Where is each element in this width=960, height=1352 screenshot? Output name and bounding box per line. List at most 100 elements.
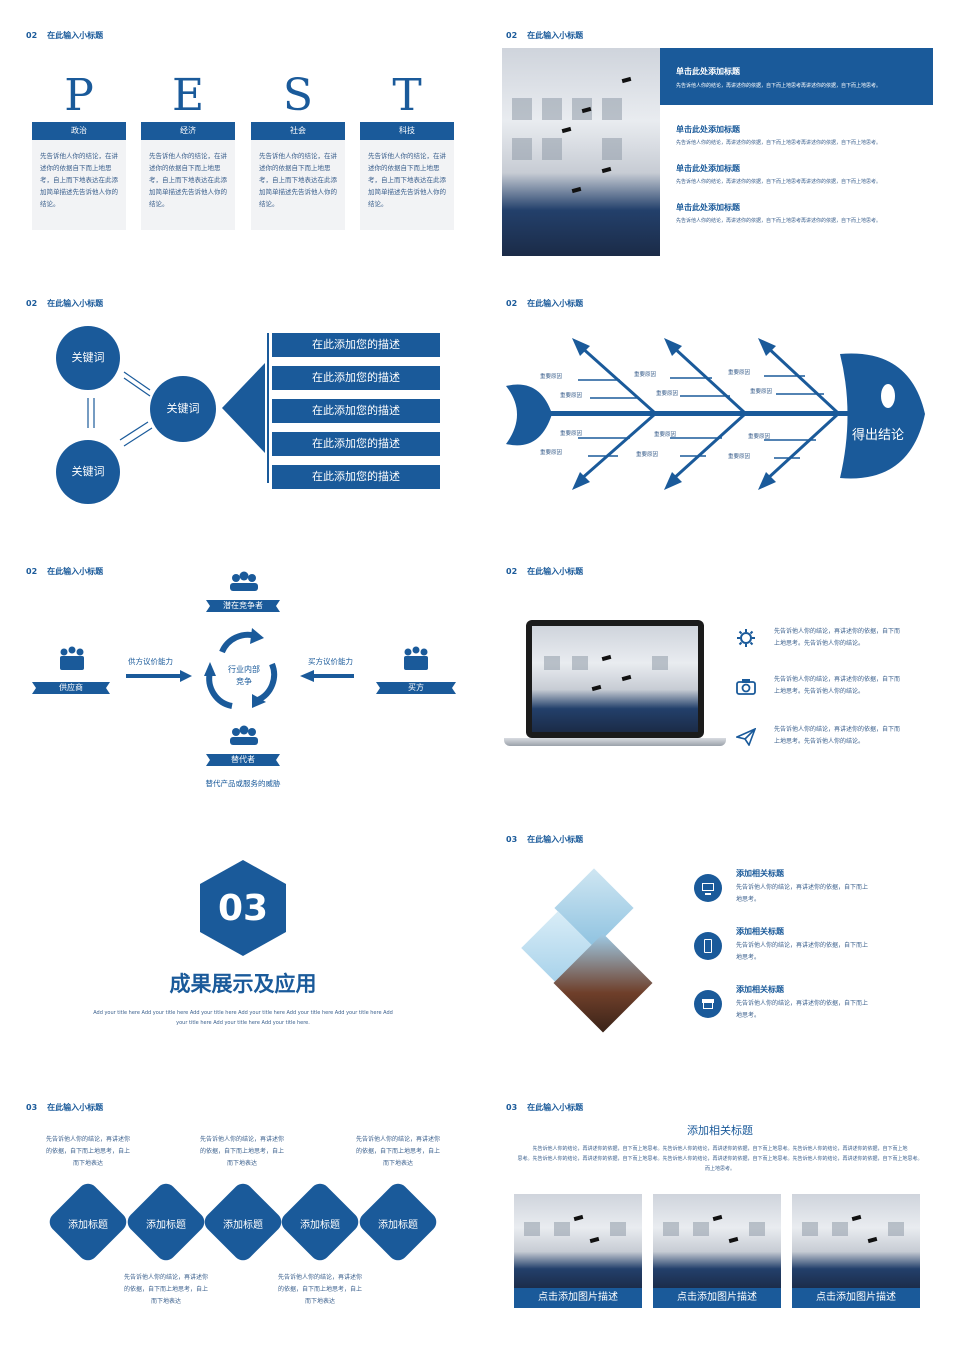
- force-bottom-label: 替代者: [231, 755, 255, 764]
- pest-label: 经济: [141, 122, 235, 140]
- keyword-circle-bottom: 关键词: [56, 440, 120, 504]
- pest-body: 先告诉他人你的结论，在讲述你的依据自下而上地思考，自上而下地表达在此添加简单描述…: [251, 140, 345, 230]
- description-bar: 在此添加您的描述: [272, 465, 440, 489]
- main-title: 单击此处添加标题: [676, 67, 740, 76]
- top-text: 先告诉他人你的结论，再讲述你的依据，自下而上地思考，自上而下地表达: [355, 1136, 440, 1167]
- section-heading: 添加相关标题: [687, 1124, 753, 1137]
- diamond-label: 添加标题: [300, 1220, 340, 1231]
- bottom-text: 先告诉他人你的结论，再讲述你的依据，自下而上地思考，自上而下地表达: [277, 1274, 362, 1305]
- force-left-label: 供应商: [59, 683, 83, 692]
- graduation-photo: [502, 48, 660, 256]
- pest-letter: E: [171, 70, 205, 121]
- pest-label: 政治: [32, 122, 126, 140]
- slide-section-03: 03 成果展示及应用 Add your title here Add your …: [0, 804, 480, 1072]
- cause-label: 重要原因: [728, 370, 751, 376]
- cause-label: 重要原因: [728, 454, 751, 460]
- cause-label: 重要原因: [654, 432, 677, 438]
- left-arrow-label: 供方议价能力: [128, 657, 173, 666]
- pest-letter: T: [392, 70, 422, 121]
- photo-card: 点击添加图片描述: [653, 1194, 781, 1310]
- title-item: 单击此处添加标题 先告诉他人你的结论，再讲述你的依据，自下而上地思考再讲述你的依…: [676, 203, 882, 224]
- photo-caption: 点击添加图片描述: [792, 1288, 920, 1308]
- pest-label: 社会: [251, 122, 345, 140]
- cause-label: 重要原因: [560, 393, 583, 399]
- pest-letter: P: [64, 70, 94, 121]
- phone-icon: [694, 932, 722, 960]
- keyword-arrows: [87, 333, 269, 483]
- pest-column-t: T 科技 先告诉他人你的结论，在讲述你的依据自下而上地思考，自上而下地表达在此添…: [360, 70, 454, 230]
- section-english: Add your title here Add your title here …: [93, 1010, 393, 1026]
- right-arrow-label: 买方议价能力: [308, 657, 353, 666]
- force-right-label: 买方: [408, 683, 424, 692]
- keyword-circle-top: 关键词: [56, 326, 120, 390]
- pest-letter: S: [282, 70, 314, 121]
- pest-column-p: P 政治 先告诉他人你的结论，在讲述你的依据自下而上地思考，自上而下地表达在此添…: [32, 70, 126, 230]
- hexagon-badge: [200, 860, 286, 956]
- pest-body: 先告诉他人你的结论，在讲述你的依据自下而上地思考，自上而下地表达在此添加简单描述…: [141, 140, 235, 230]
- description-bar: 在此添加您的描述: [272, 333, 440, 357]
- photo-caption: 点击添加图片描述: [653, 1288, 781, 1308]
- photo-caption: 点击添加图片描述: [514, 1288, 642, 1308]
- section-title: 成果展示及应用: [169, 972, 317, 996]
- fishbone-diagram: [506, 338, 925, 490]
- bottom-text: 先告诉他人你的结论，再讲述你的依据，自下而上地思考，自上而下地表达: [123, 1274, 208, 1305]
- section-paragraph: 先告诉他人你的结论，再讲述你的依据，自下而上地思考。先告诉他人你的结论，再讲述你…: [517, 1146, 923, 1172]
- laptop-screen: [526, 620, 704, 738]
- force-top-label: 潜在竞争者: [223, 601, 263, 610]
- store-icon: [694, 990, 722, 1018]
- cause-label: 重要原因: [636, 452, 659, 458]
- five-forces-graphic: [32, 571, 456, 766]
- laptop-photo: [532, 626, 698, 732]
- conclusion-label: 得出结论: [852, 428, 905, 443]
- cause-label: 重要原因: [540, 450, 563, 456]
- pest-body: 先告诉他人你的结论，在讲述你的依据自下而上地思考，自上而下地表达在此添加简单描述…: [360, 140, 454, 230]
- laptop-base: [504, 738, 726, 746]
- pest-column-s: S 社会 先告诉他人你的结论，在讲述你的依据自下而上地思考，自上而下地表达在此添…: [251, 70, 345, 230]
- pest-label: 科技: [360, 122, 454, 140]
- description-bar: 在此添加您的描述: [272, 366, 440, 390]
- title-item: 单击此处添加标题 先告诉他人你的结论，再讲述你的依据，自下而上地思考再讲述你的依…: [676, 164, 882, 185]
- force-bottom-note: 替代产品或服务的威胁: [205, 779, 281, 788]
- camera-icon: [736, 679, 756, 695]
- title-item: 单击此处添加标题 先告诉他人你的结论，再讲述你的依据，自下而上地思考再讲述你的依…: [676, 125, 882, 146]
- description-bar: 在此添加您的描述: [272, 399, 440, 423]
- photo-card: 点击添加图片描述: [514, 1194, 642, 1310]
- monitor-icon: [694, 874, 722, 902]
- cause-label: 重要原因: [656, 391, 679, 397]
- cause-label: 重要原因: [748, 434, 771, 440]
- paper-plane-icon: [736, 728, 756, 746]
- cause-label: 重要原因: [750, 389, 773, 395]
- cause-label: 重要原因: [540, 374, 563, 380]
- diamond-label: 添加标题: [378, 1220, 418, 1231]
- diamond-label: 添加标题: [68, 1220, 108, 1231]
- photo-card: 点击添加图片描述: [792, 1194, 920, 1310]
- pest-column-e: E 经济 先告诉他人你的结论，在讲述你的依据自下而上地思考，自上而下地表达在此添…: [141, 70, 235, 230]
- top-text: 先告诉他人你的结论，再讲述你的依据，自下而上地思考，自上而下地表达: [45, 1136, 130, 1167]
- center-label: 行业内部 竞争: [228, 665, 260, 686]
- section-number: 03: [217, 888, 269, 929]
- description-bar: 在此添加您的描述: [272, 432, 440, 456]
- cause-label: 重要原因: [634, 372, 657, 378]
- main-title-box: 单击此处添加标题 先告诉他人你的结论，再讲述你的依据，自下而上地思考再讲述你的依…: [660, 48, 933, 105]
- pest-body: 先告诉他人你的结论，在讲述你的依据自下而上地思考，自上而下地表达在此添加简单描述…: [32, 140, 126, 230]
- cause-label: 重要原因: [560, 431, 583, 437]
- main-body: 先告诉他人你的结论，再讲述你的依据，自下而上地思考再讲述你的依据，自下而上地思考…: [676, 83, 882, 89]
- diamond-label: 添加标题: [223, 1220, 263, 1231]
